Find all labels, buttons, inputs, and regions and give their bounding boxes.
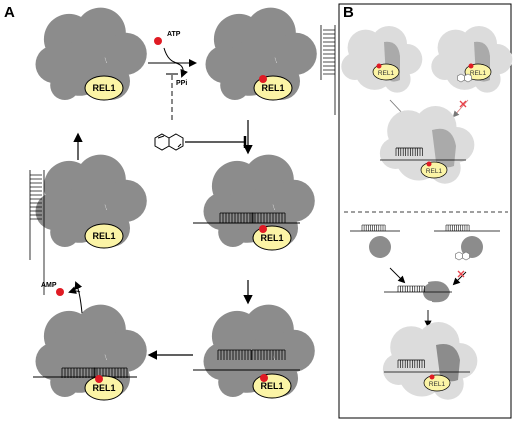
rel1-label: REL1 <box>260 233 283 243</box>
naphthalene-inhibitor-icon <box>154 133 184 151</box>
amp-dot <box>259 75 267 83</box>
b-arrow-lower-right <box>452 271 467 286</box>
ppi-label: PPi <box>176 80 187 87</box>
rel1-label: REL1 <box>260 381 283 391</box>
b-complex-rna-bound: REL1 <box>379 106 475 184</box>
rel1-label: REL1 <box>92 83 115 93</box>
atp-dot <box>154 37 162 45</box>
rel1-label: REL1 <box>261 83 284 93</box>
naphthalene-inhibitor-icon <box>457 73 472 83</box>
b-complex-adenylation: REL1 <box>341 25 423 93</box>
rel1-label: REL1 <box>426 168 443 175</box>
amp-curve <box>68 286 81 294</box>
panel-b-label: B <box>343 4 354 21</box>
b-subunit-duplex <box>384 281 452 303</box>
amp-dot <box>426 161 432 167</box>
b-duplex-right <box>434 224 500 261</box>
rel1-label: REL1 <box>470 70 487 77</box>
amp-dot <box>259 225 267 233</box>
block-x-icon <box>459 100 467 108</box>
complex-intermediate: REL1 <box>193 304 315 399</box>
amp-dot <box>429 374 435 380</box>
atp-label: ATP <box>167 31 181 38</box>
amp-dot <box>260 374 268 382</box>
rel1-label: REL1 <box>92 383 115 393</box>
atp-curve <box>163 47 179 64</box>
rel1-label: REL1 <box>429 381 446 388</box>
amp-dot <box>95 375 103 383</box>
atp-dot <box>376 63 382 69</box>
amp-label: AMP <box>41 282 57 289</box>
rel1-label: REL1 <box>378 70 395 77</box>
b-complex-inhibited: REL1 <box>431 25 513 93</box>
complex-apo: REL1 <box>35 7 147 101</box>
block-x-icon <box>457 270 465 278</box>
naphthalene-inhibitor-icon <box>455 251 470 261</box>
b-arrow-lower-left <box>389 267 406 284</box>
amp-dot <box>56 288 64 296</box>
complex-adenylated: REL1 <box>205 7 317 101</box>
complex-rna-bound: REL1 <box>193 154 315 251</box>
atp-dot <box>468 63 474 69</box>
complex-ligated: REL1 <box>33 304 147 401</box>
arrow-release <box>74 281 83 314</box>
b-duplex-left <box>350 224 400 258</box>
b-complex-final: REL1 <box>382 322 478 400</box>
complex-released: REL1 <box>35 154 147 249</box>
b-arrow-right <box>452 99 469 118</box>
panel-a-label: A <box>4 4 15 21</box>
rna-duplex-vertical <box>29 169 45 295</box>
ppi-curve <box>175 62 188 78</box>
rna-duplex-vertical <box>320 24 336 116</box>
rel1-label: REL1 <box>92 231 115 241</box>
